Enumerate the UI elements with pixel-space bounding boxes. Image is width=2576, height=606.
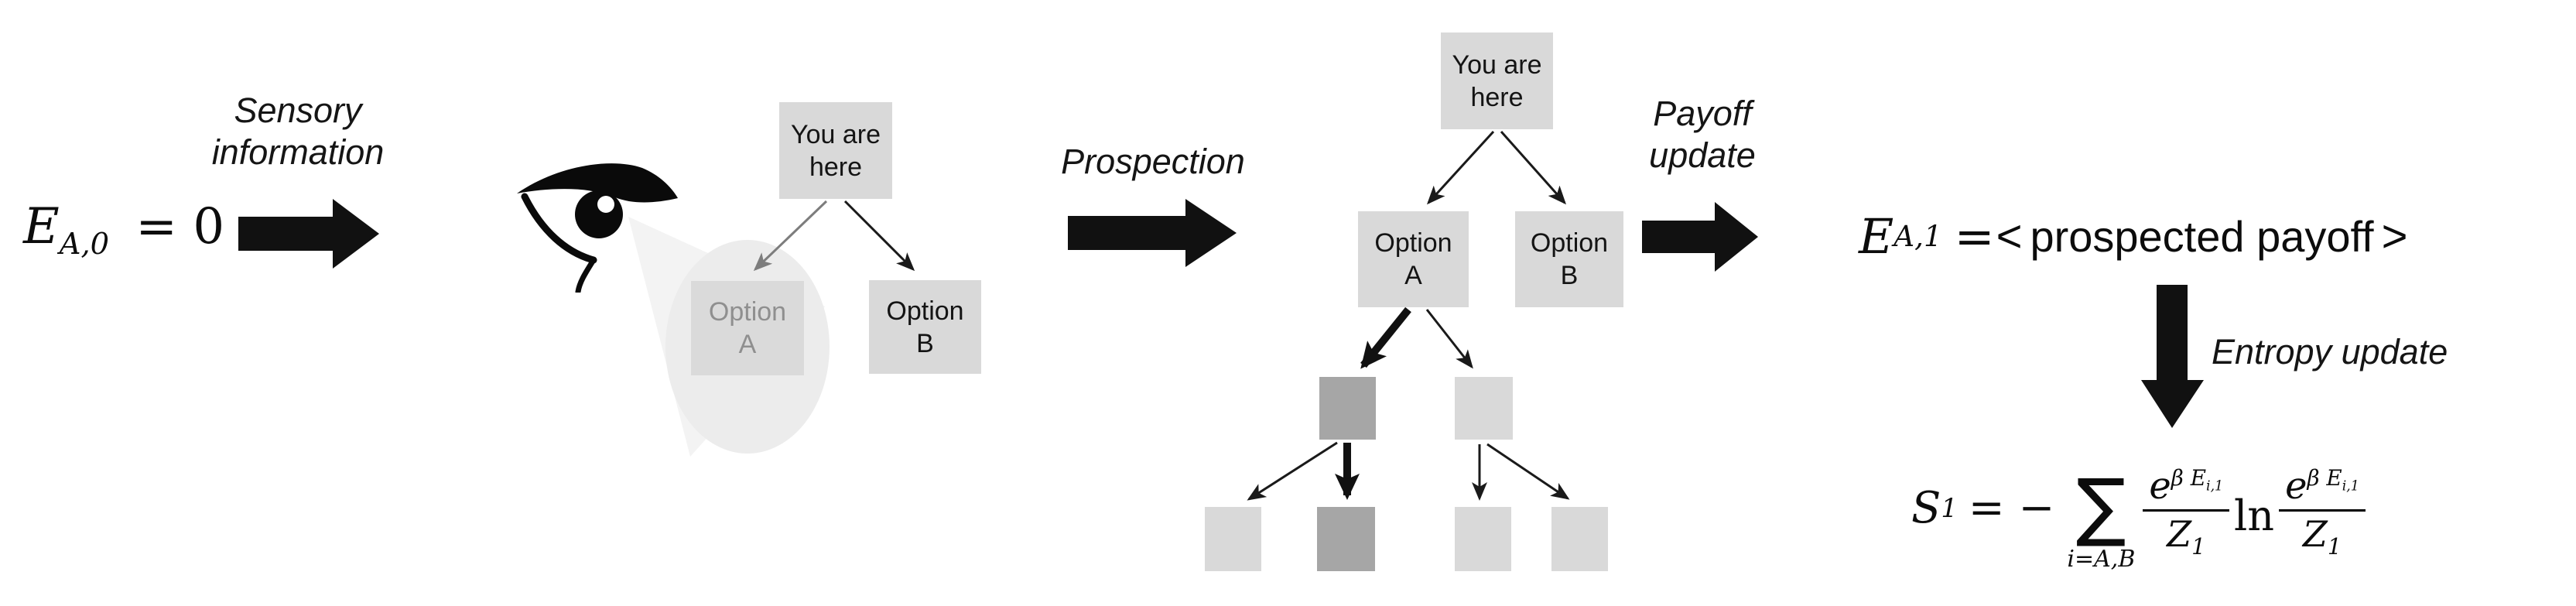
tree2-root-node: You are here (1441, 33, 1553, 129)
formula-subscript: A,1 (1894, 219, 1942, 253)
probability-fraction: eβ Ei,1 Z1 (2143, 458, 2230, 567)
tree2-root-line2: here (1470, 82, 1524, 112)
payoff-arrow-icon (1642, 202, 1758, 272)
tree2-leaf2-node (1317, 507, 1375, 571)
entropy-arrow-icon (2141, 285, 2204, 428)
close-angle-bracket: > (2381, 211, 2408, 262)
tree2-leaf3-node (1455, 507, 1511, 571)
sensory-label-line1: Sensory (234, 91, 362, 130)
formula-variable: E (23, 198, 60, 255)
formula-rhs: = 0 (135, 198, 225, 255)
tree1-option-a-line2: A (738, 330, 757, 359)
prospection-label-text: Prospection (1061, 142, 1245, 181)
sensory-label-line2: information (211, 132, 385, 172)
tree1-option-b-line1: Option (886, 296, 964, 326)
sigma-symbol: ∑ (2076, 463, 2126, 550)
tree2-option-b-node: Option B (1515, 211, 1623, 307)
equals-sign: = (1954, 207, 1995, 265)
tree2-leaf4-node (1551, 507, 1608, 571)
tree1-root-line1: You are (791, 119, 881, 149)
tree1-root-node: You are here (779, 102, 892, 199)
payoff-update-label: Payoff update (1637, 93, 1768, 176)
sensory-arrow-icon (238, 199, 379, 269)
tree2-leaf1-node (1205, 507, 1261, 571)
tree1-root-line2: here (809, 152, 863, 182)
fraction-numerator: eβ Ei,1 (2143, 458, 2230, 512)
fraction-numerator: eβ Ei,1 (2279, 458, 2366, 512)
prospected-payoff-text: prospected payoff (2030, 211, 2374, 261)
entropy-update-label: Entropy update (2212, 331, 2467, 373)
tree1-option-a-node: Option A (691, 281, 804, 375)
tree1-option-b-node: Option B (869, 280, 981, 374)
tree2-state-a1-node (1319, 377, 1376, 440)
initial-payoff-formula: EA,0 = 0 (23, 198, 224, 262)
tree2-option-a-node: Option A (1358, 211, 1469, 307)
tree2-option-a-line1: Option (1374, 228, 1452, 258)
tree1-option-b-line2: B (916, 328, 934, 358)
equals-minus: = − (1968, 482, 2055, 533)
entropy-lhs: S (1911, 482, 1941, 533)
tree2-option-b-line2: B (1560, 261, 1579, 290)
tree2-state-a2-node (1455, 377, 1513, 440)
eye-icon (517, 163, 678, 293)
formula-variable: E (1859, 207, 1894, 265)
tree2-option-b-line1: Option (1530, 228, 1609, 258)
payoff-label-line2: update (1649, 135, 1756, 175)
tree1-option-a-line1: Option (708, 297, 787, 327)
tree2-root-line1: You are (1452, 50, 1542, 80)
entropy-lhs-subscript: 1 (1941, 492, 1958, 523)
summation-limits: i=A,B (2067, 546, 2136, 573)
fraction-denominator: Z1 (2167, 513, 2206, 560)
payoff-label-line1: Payoff (1653, 94, 1752, 133)
prospection-label: Prospection (1049, 141, 1257, 183)
open-angle-bracket: < (1996, 211, 2023, 262)
formula-subscript: A,0 (59, 226, 110, 262)
fraction-denominator: Z1 (2302, 513, 2342, 560)
entropy-label-text: Entropy update (2212, 332, 2448, 371)
prospection-arrow-icon (1068, 199, 1237, 267)
sensory-information-label: Sensory information (186, 90, 410, 173)
natural-log: ln (2234, 491, 2275, 540)
tree2-option-a-line2: A (1404, 261, 1422, 290)
probability-fraction: eβ Ei,1 Z1 (2279, 458, 2366, 567)
summation: ∑ i=A,B (2067, 466, 2135, 571)
